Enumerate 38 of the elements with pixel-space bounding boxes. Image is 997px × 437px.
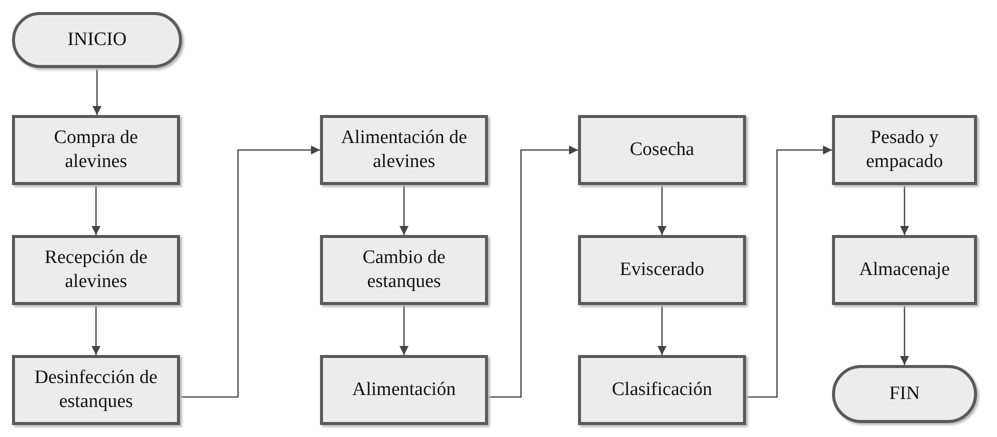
terminal-pill: [832, 365, 977, 423]
process-box: [578, 355, 746, 425]
arrow: [180, 146, 320, 398]
arrow: [400, 305, 408, 355]
arrow: [92, 185, 100, 235]
step-label: Pesado y empacado: [864, 126, 944, 174]
step-label: Almacenaje: [859, 258, 950, 282]
step-label: FIN: [889, 382, 920, 406]
process-box: [578, 235, 746, 305]
process-box: [12, 355, 180, 425]
step-label: Alimentación de alevines: [340, 126, 468, 174]
step-label: Compra de alevines: [53, 126, 139, 174]
arrow: [900, 185, 909, 235]
step-label: INICIO: [67, 28, 127, 52]
step-label: Clasificación: [612, 378, 712, 402]
process-box: [12, 115, 180, 185]
arrow: [400, 185, 408, 235]
step-label: Eviscerado: [620, 258, 704, 282]
process-box: [320, 355, 488, 425]
process-box: [12, 235, 180, 305]
arrow: [92, 68, 102, 115]
process-box: [320, 235, 488, 305]
arrow: [900, 305, 909, 365]
step-label: Alimentación: [352, 378, 456, 402]
step-label: Cosecha: [630, 138, 694, 162]
arrow: [488, 146, 578, 398]
arrow: [92, 305, 100, 355]
arrow: [746, 146, 832, 398]
step-label: Recepción de alevines: [44, 246, 148, 294]
process-box: [320, 115, 488, 185]
step-label: Desinfección de estanques: [34, 366, 158, 414]
process-box: [578, 115, 746, 185]
process-box: [832, 235, 977, 305]
arrow: [658, 305, 666, 355]
process-box: [832, 115, 977, 185]
step-label: Cambio de estanques: [362, 246, 446, 294]
terminal-pill: [12, 12, 182, 68]
arrow: [658, 185, 666, 235]
